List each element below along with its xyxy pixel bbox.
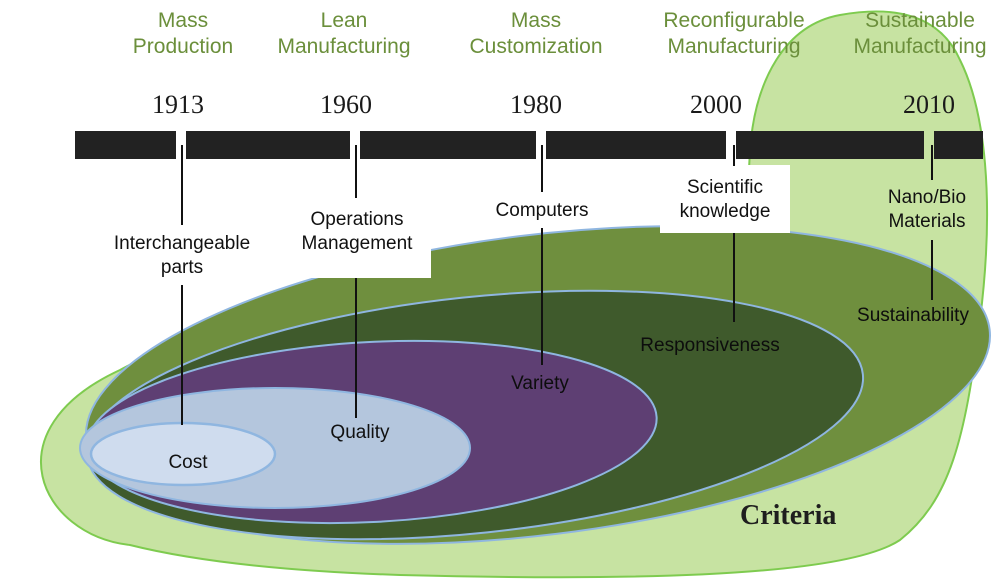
- criterion-variety: Variety: [511, 373, 569, 394]
- year-1960: 1960: [320, 90, 372, 119]
- enabler-computers: Computers: [495, 200, 589, 221]
- timeline-segment: [934, 131, 983, 159]
- paradigm-mass-customization: Mass Customization: [469, 9, 603, 58]
- timeline-segment: [736, 131, 924, 159]
- enabler-operations-management: Operations Management: [301, 209, 413, 254]
- criterion-cost: Cost: [168, 452, 208, 473]
- criterion-quality: Quality: [330, 422, 390, 443]
- paradigm-mass-production: Mass Production: [132, 9, 234, 58]
- paradigm-lean-manufacturing: Lean Manufacturing: [277, 9, 411, 58]
- year-2000: 2000: [690, 90, 742, 119]
- paradigm-reconfigurable-manufacturing: Reconfigurable Manufacturing: [663, 9, 805, 58]
- label-bg-scientific: [660, 165, 790, 233]
- timeline-segment: [186, 131, 350, 159]
- year-1980: 1980: [510, 90, 562, 119]
- criterion-sustainability: Sustainability: [857, 305, 969, 326]
- enabler-nano-bio-materials: Nano/Bio Materials: [887, 187, 967, 232]
- timeline-segment: [546, 131, 726, 159]
- enabler-scientific-knowledge: Scientific knowledge: [679, 177, 771, 222]
- criteria-title: Criteria: [740, 500, 837, 531]
- enabler-interchangeable-parts: Interchangeable parts: [113, 233, 251, 278]
- timeline-segment: [75, 131, 176, 159]
- paradigm-sustainable-manufacturing: Sustainable Manufacturing: [853, 9, 987, 58]
- label-bg-operations: [283, 200, 431, 278]
- timeline-segment: [360, 131, 536, 159]
- criterion-responsiveness: Responsiveness: [640, 335, 780, 356]
- year-1913: 1913: [152, 90, 204, 119]
- year-2010: 2010: [903, 90, 955, 119]
